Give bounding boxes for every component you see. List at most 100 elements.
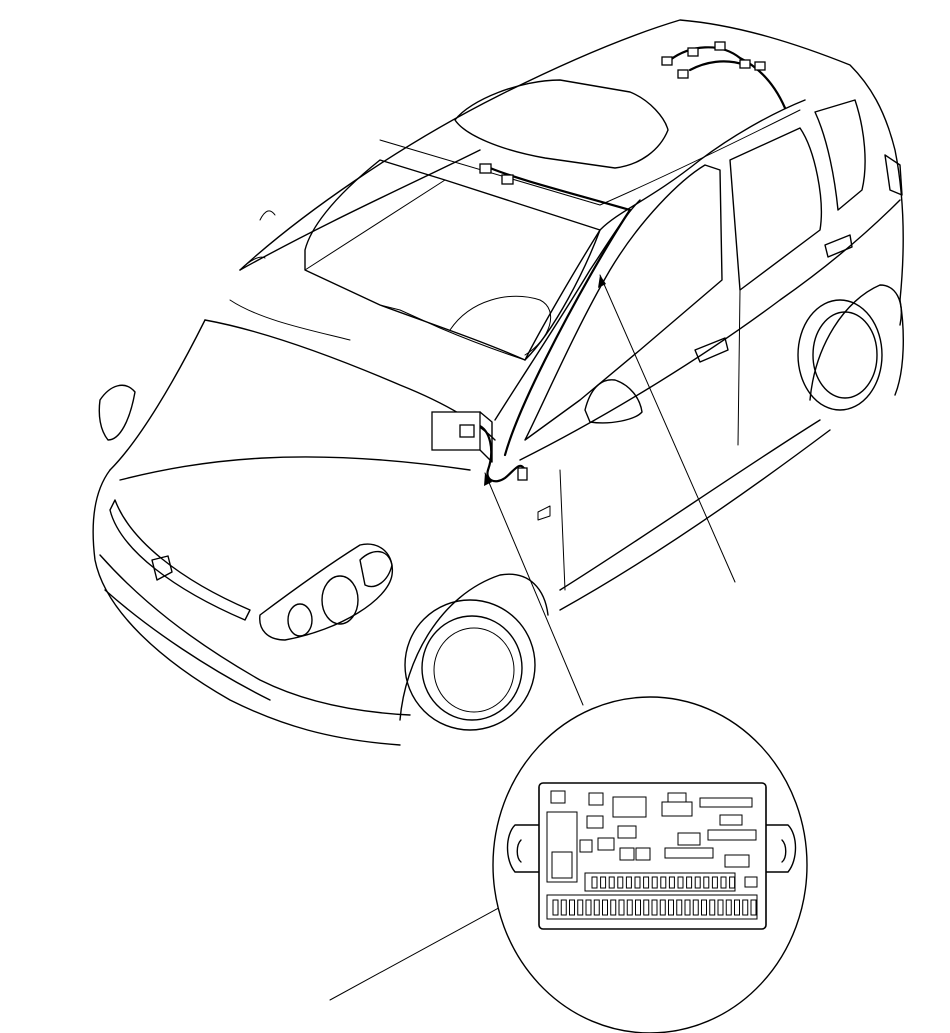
roof-connector <box>687 47 699 57</box>
fuse-slot <box>617 876 624 889</box>
roof-connector <box>714 41 726 51</box>
pointer-arrowhead <box>484 473 492 486</box>
fuse-box-connector <box>459 424 475 438</box>
pointer-line-fuse-box <box>484 472 584 706</box>
fuse-slot <box>659 899 666 916</box>
headlight-lens-2 <box>287 603 313 637</box>
rocker-panel <box>559 429 831 611</box>
relay <box>551 851 573 879</box>
fuse-slot <box>635 899 641 916</box>
relay <box>612 796 647 818</box>
fuse-slot <box>625 876 632 889</box>
fuse-slot <box>750 899 757 916</box>
component <box>550 790 566 804</box>
fuse-slot <box>668 899 674 916</box>
relay <box>661 801 693 817</box>
fuse-row-lower-slots <box>552 899 757 916</box>
fuse-slot <box>676 899 683 916</box>
headlight-lens-1 <box>321 575 359 625</box>
fuse-slot <box>593 899 600 916</box>
fuse-slot <box>711 876 718 889</box>
fuse-row-upper-slots <box>591 876 736 889</box>
fuse-slot <box>634 876 641 889</box>
rear-quarter-window <box>814 99 866 211</box>
a-pillar <box>599 99 806 231</box>
hood-front-edge <box>109 319 206 471</box>
component <box>588 792 604 806</box>
roof-connector <box>739 59 751 69</box>
component <box>635 847 651 861</box>
hood-inner-line <box>229 299 351 341</box>
roof-front-edge <box>239 149 481 271</box>
wiper-right <box>239 256 266 271</box>
roof-harness <box>479 41 787 212</box>
pointer-arrowhead <box>598 275 606 288</box>
component <box>667 792 687 803</box>
fuse-slot <box>643 899 650 916</box>
front-door-cut <box>559 469 566 591</box>
fuse-slot <box>626 899 633 916</box>
mount-slot-left <box>516 839 522 863</box>
sunroof-connector <box>501 174 514 185</box>
component <box>586 815 604 829</box>
fender-marker <box>537 505 551 521</box>
front-fascia <box>92 469 401 746</box>
a-pillar-inner <box>524 229 601 361</box>
front-door-handle <box>694 337 729 363</box>
rear-door-cut <box>737 289 741 446</box>
headlight-housing <box>259 543 394 641</box>
mount-tab-right <box>764 824 797 873</box>
fuse-slot <box>591 876 598 889</box>
fuse-slot <box>660 876 667 889</box>
bumper-upper <box>99 554 411 716</box>
rear-body <box>894 299 904 396</box>
fuse-slot <box>694 876 701 889</box>
fuse-slot <box>701 899 707 916</box>
fuse-box-side <box>479 411 493 463</box>
fuse-slot <box>717 899 724 916</box>
component <box>724 854 750 868</box>
fuse-slot <box>618 899 625 916</box>
roof-connector <box>677 69 689 79</box>
roof-rear-line <box>599 109 801 206</box>
fuse-slot <box>610 899 617 916</box>
front-tire <box>404 599 536 731</box>
fuse-slot <box>668 876 675 889</box>
sunroof <box>454 79 669 169</box>
component <box>617 825 637 839</box>
dash-connector <box>517 467 528 481</box>
fog-light-left <box>98 384 136 441</box>
roof-outline <box>239 19 904 301</box>
connector-strip <box>664 847 714 859</box>
sunroof-harness-wire <box>488 166 632 212</box>
rear-wheel-rim <box>812 311 878 399</box>
a-pillar-harness-wire <box>503 208 632 457</box>
roof-connector <box>661 56 673 66</box>
fuse-slot <box>720 876 727 889</box>
roof-harness-branch <box>688 60 747 72</box>
fuse-slot <box>742 899 749 916</box>
component <box>619 847 635 861</box>
fuse-slot <box>725 899 732 916</box>
fuse-slot <box>602 899 608 916</box>
side-mirror <box>584 379 643 424</box>
fuse-slot <box>608 876 615 889</box>
fuse-slot <box>703 876 710 889</box>
sunroof-connector <box>479 163 492 174</box>
component <box>579 839 593 853</box>
dash-harness-wire <box>476 423 527 483</box>
fuse-slot <box>560 899 567 916</box>
fuse-slot <box>677 876 684 889</box>
front-wheel-hub <box>433 627 515 713</box>
hood-center-crease <box>119 456 471 481</box>
component <box>719 814 743 826</box>
car-body <box>92 19 904 746</box>
dash-harness <box>431 208 632 483</box>
dashboard <box>379 304 526 361</box>
fuse-slot <box>600 876 607 889</box>
windshield-reflection <box>304 179 446 271</box>
fuse-slot <box>709 899 716 916</box>
fuse-slot <box>692 899 699 916</box>
